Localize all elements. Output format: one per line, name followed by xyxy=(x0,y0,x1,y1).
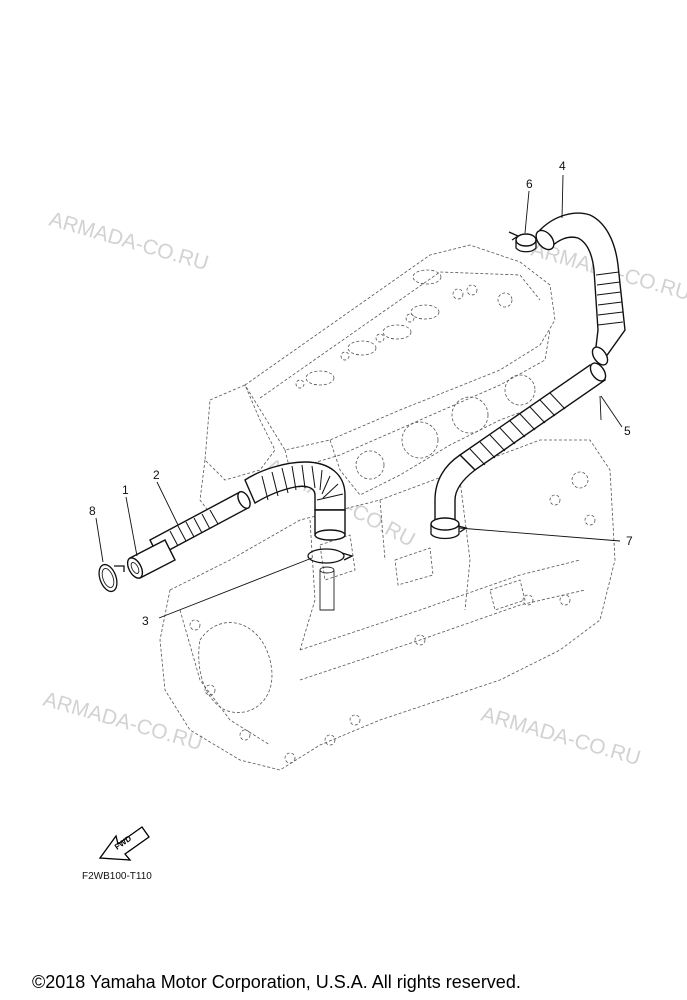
hose-part-2 xyxy=(149,461,346,557)
leader-lines xyxy=(95,174,623,619)
watermark-group: ARMADA-CO.RU ARMADA-CO.RU ARMADA-CO.RU A… xyxy=(41,208,687,770)
callout-6: 6 xyxy=(526,177,533,191)
hose-part-4 xyxy=(535,212,626,366)
clamp-part-6 xyxy=(508,231,537,253)
copyright-text: ©2018 Yamaha Motor Corporation, U.S.A. A… xyxy=(32,972,521,992)
callout-4: 4 xyxy=(559,159,566,173)
diagram-code: F2WB100-T110 xyxy=(82,871,152,882)
callout-8: 8 xyxy=(89,504,96,518)
watermark: ARMADA-CO.RU xyxy=(47,208,211,275)
callout-labels: 1 2 3 4 5 6 7 8 xyxy=(89,159,633,628)
clip-part-8 xyxy=(98,563,125,593)
callout-2: 2 xyxy=(153,468,160,482)
callout-3: 3 xyxy=(142,614,149,628)
pipe-part-1 xyxy=(126,539,176,579)
watermark: ARMADA-CO.RU xyxy=(41,688,205,755)
callout-1: 1 xyxy=(122,483,129,497)
engine-block-outline xyxy=(159,244,616,771)
callout-5: 5 xyxy=(624,424,631,438)
hose-part-5 xyxy=(434,362,607,521)
watermark: ARMADA-CO.RU xyxy=(479,703,643,770)
clamp-part-7 xyxy=(430,517,468,540)
callout-7: 7 xyxy=(626,534,633,548)
fwd-arrow-icon: FWD xyxy=(98,826,150,861)
clamp-part-3 xyxy=(307,548,354,611)
